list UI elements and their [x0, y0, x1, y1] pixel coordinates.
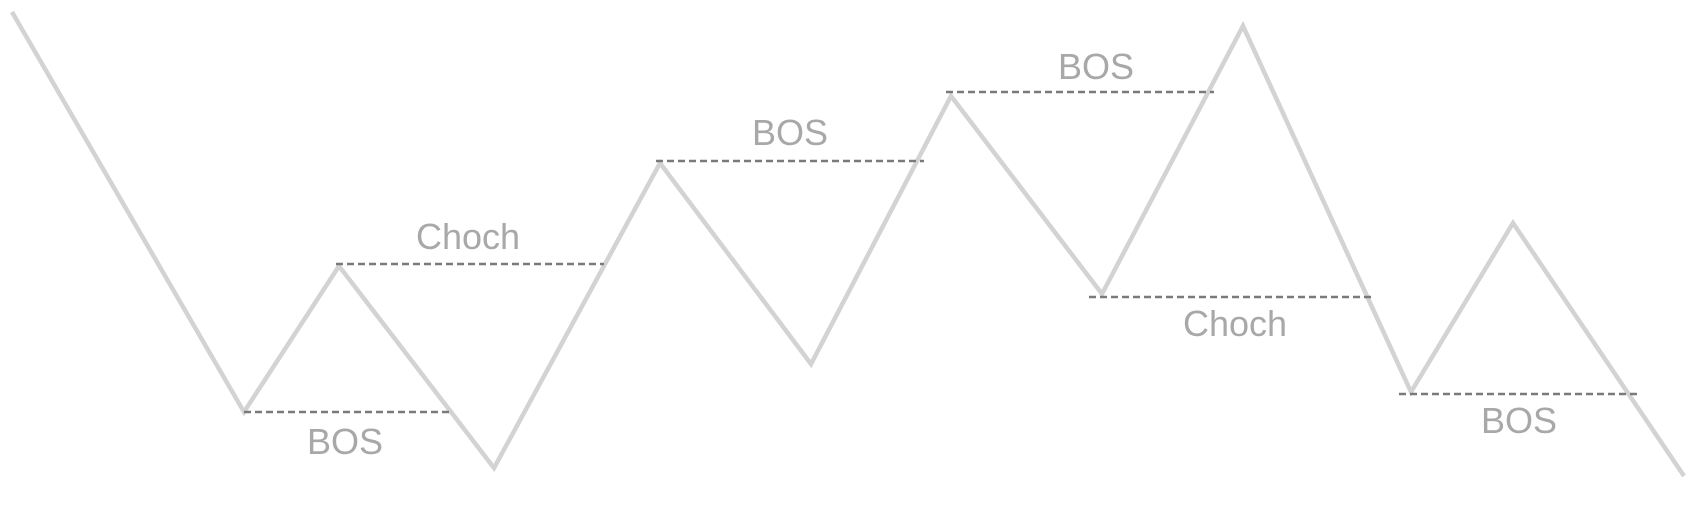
- choch-label-1: Choch: [416, 216, 520, 257]
- bos-label-3: BOS: [1058, 46, 1134, 87]
- bos-label-1: BOS: [307, 421, 383, 462]
- level-choch-1: Choch: [336, 216, 604, 266]
- choch-label-2: Choch: [1183, 303, 1287, 344]
- level-choch-2: Choch: [1089, 295, 1374, 344]
- level-bos-2: BOS: [656, 112, 924, 163]
- bos-label-4: BOS: [1481, 400, 1557, 441]
- bos-label-2: BOS: [752, 112, 828, 153]
- level-bos-1: BOS: [244, 410, 449, 462]
- level-bos-4: BOS: [1399, 392, 1640, 441]
- price-swing-path: [10, 10, 1686, 478]
- level-bos-3: BOS: [946, 46, 1214, 94]
